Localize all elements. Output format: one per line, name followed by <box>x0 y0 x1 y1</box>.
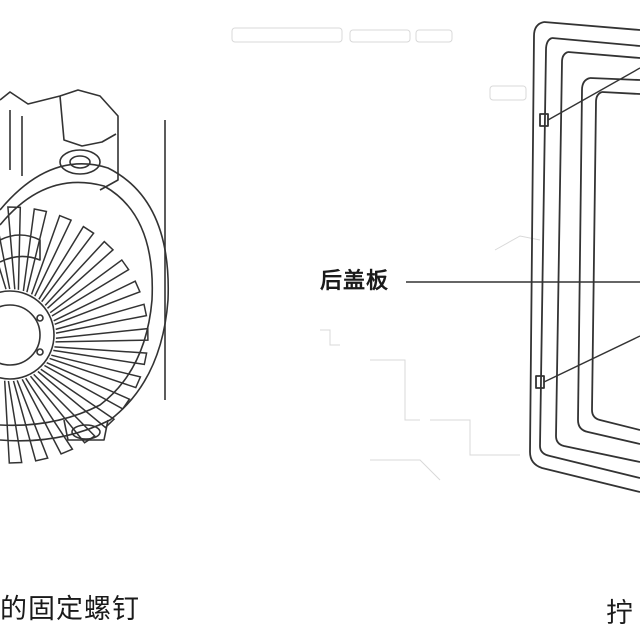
fan-blade <box>44 240 115 309</box>
fan-blade <box>38 225 95 303</box>
fan-blade <box>21 377 74 455</box>
fan-blade <box>3 380 23 464</box>
fan-blade <box>22 208 48 293</box>
fan-blades <box>0 206 149 464</box>
fan-blade <box>30 214 73 297</box>
fan-blade <box>37 368 116 429</box>
fan-blade <box>7 206 22 290</box>
fan-blade <box>49 354 142 389</box>
fan-blade <box>53 346 148 366</box>
rear-cover-frame <box>529 21 640 493</box>
leader-line-lower-screw <box>543 335 640 383</box>
fan-blade <box>44 362 131 410</box>
fan-blade <box>53 280 141 326</box>
fan-blade <box>29 373 96 444</box>
leader-lines <box>406 67 640 383</box>
fan-blade <box>49 258 130 317</box>
rear-cover-label: 后盖板 <box>320 268 390 294</box>
left-caption: 的固定螺钉 <box>0 594 140 625</box>
fan-blade <box>12 380 49 462</box>
fan-blade <box>55 327 149 343</box>
right-caption: 拧 <box>606 598 633 629</box>
fan-blade <box>55 303 148 334</box>
background-ghosting <box>231 27 541 481</box>
fan-blade <box>0 235 11 290</box>
leader-line-upper-screw <box>547 67 640 121</box>
